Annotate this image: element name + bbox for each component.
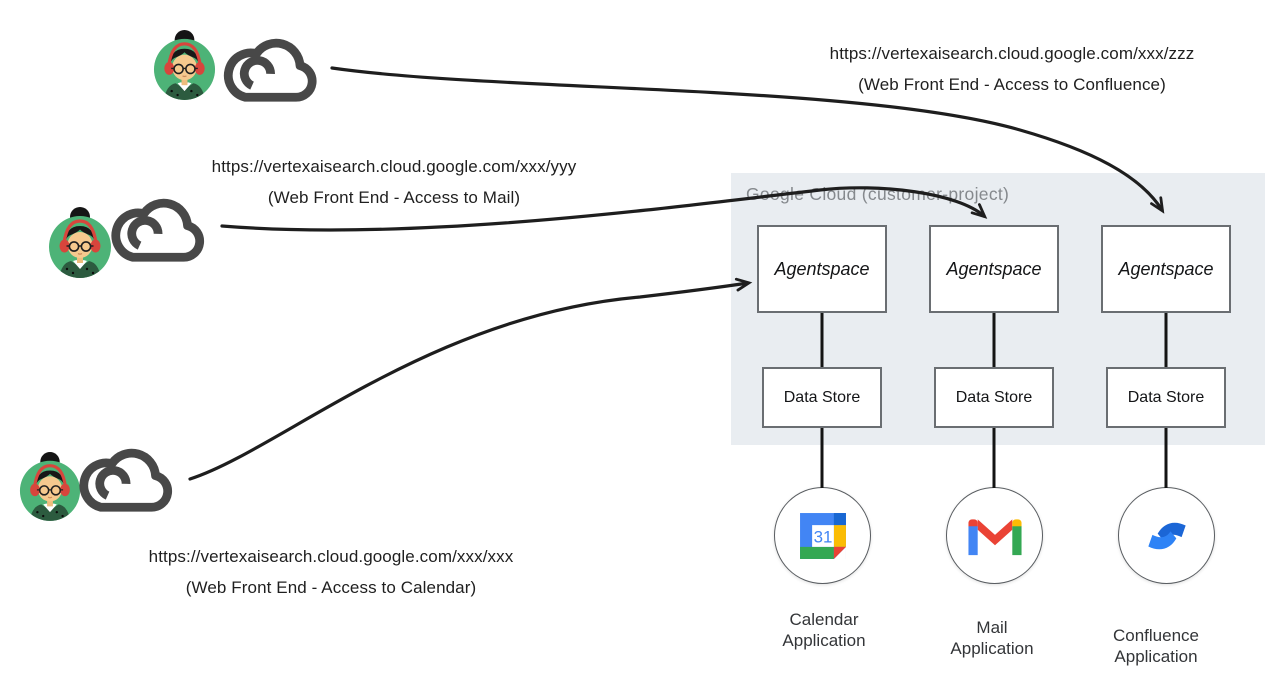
url-confluence: https://vertexaisearch.cloud.google.com/… [829,44,1195,63]
user-avatar-confluence [153,30,216,100]
datastore-label: Data Store [1127,388,1205,406]
url-block-calendar: https://vertexaisearch.cloud.google.com/… [111,541,551,603]
app-name: Calendar [789,610,859,629]
user-avatar-calendar [19,452,81,521]
datastore-box-calendar: Data Store [762,367,882,428]
datastore-box-mail: Data Store [934,367,1054,428]
datastore-label: Data Store [955,388,1033,406]
web-cloud-icon-calendar [79,448,173,512]
caption-confluence: (Web Front End - Access to Confluence) [858,75,1166,94]
user-avatar-mail [49,207,111,278]
app-name: Confluence [1112,626,1199,645]
app-name: Mail [976,618,1008,637]
url-block-confluence: https://vertexaisearch.cloud.google.com/… [792,38,1232,100]
agentspace-box-mail: Agentspace [929,225,1059,313]
web-cloud-icon-confluence [223,38,317,102]
mail-app-circle [946,487,1043,584]
calendar-app-label: Calendar Application [744,609,904,651]
agentspace-box-confluence: Agentspace [1101,225,1231,313]
mail-app-label: Mail Application [912,617,1072,659]
datastore-label: Data Store [783,388,861,406]
agentspace-label: Agentspace [946,258,1042,279]
confluence-app-circle [1118,487,1215,584]
web-cloud-icon-mail [111,198,205,262]
app-type: Application [1114,647,1198,666]
agentspace-label: Agentspace [774,258,870,279]
agentspace-label: Agentspace [1118,258,1214,279]
gmail-icon [967,519,1022,556]
url-calendar: https://vertexaisearch.cloud.google.com/… [148,547,514,566]
caption-mail: (Web Front End - Access to Mail) [267,188,521,207]
app-type: Application [950,639,1034,658]
calendar-day-number: 31 [813,527,832,546]
google-cloud-region-label: Google Cloud (customer-project) [746,184,1010,204]
arrow-user-to-agentspace-calendar [188,277,753,481]
app-type: Application [782,631,866,650]
confluence-icon [1147,522,1186,549]
datastore-box-confluence: Data Store [1106,367,1226,428]
agentspace-box-calendar: Agentspace [757,225,887,313]
confluence-app-label: Confluence Application [1076,625,1236,667]
url-block-mail: https://vertexaisearch.cloud.google.com/… [174,151,614,213]
url-mail: https://vertexaisearch.cloud.google.com/… [211,157,577,176]
google-calendar-icon: 31 [799,512,846,559]
calendar-app-circle: 31 [774,487,871,584]
caption-calendar: (Web Front End - Access to Calendar) [185,578,477,597]
